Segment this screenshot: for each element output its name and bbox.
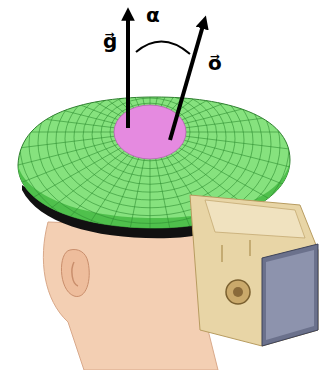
phone <box>262 244 318 346</box>
angle-arc <box>136 41 190 54</box>
grid-line <box>116 159 145 300</box>
grid-line <box>0 12 125 113</box>
grid-line <box>82 158 139 294</box>
grid-line <box>186 136 323 158</box>
lens-inner <box>233 287 243 297</box>
grid-line <box>50 156 134 283</box>
grid-line <box>0 148 121 232</box>
vector-label: o⃗ <box>208 52 222 75</box>
phone-screen <box>266 250 314 340</box>
angle-label: α <box>146 4 160 27</box>
grid-line <box>82 0 139 106</box>
lens <box>226 280 250 304</box>
grid-line <box>50 0 134 108</box>
grid-line <box>0 140 116 184</box>
orientation-arrow <box>170 22 204 140</box>
vector-label: g⃗ <box>103 30 117 53</box>
grid-line <box>0 31 316 270</box>
grid-line <box>0 136 114 158</box>
grid-line <box>182 55 323 120</box>
cap-center <box>114 105 186 159</box>
grid-line <box>175 12 305 113</box>
headset-box <box>190 195 318 346</box>
grid-line <box>186 132 323 133</box>
grid-line <box>0 132 114 133</box>
headset-tab <box>221 245 223 262</box>
grid-line <box>21 0 129 110</box>
grid-line <box>21 154 129 270</box>
ear <box>61 250 89 297</box>
grid-line <box>0 37 307 263</box>
grid-line <box>179 32 323 116</box>
grid-line <box>150 159 151 302</box>
grid-line <box>156 159 185 300</box>
grid-line <box>0 79 116 123</box>
ear-fold <box>72 262 78 286</box>
grid-line <box>0 144 118 209</box>
grid-line <box>156 0 185 105</box>
grid-line <box>171 0 279 110</box>
grid-line <box>186 105 323 127</box>
head-skin <box>43 222 218 370</box>
grid-line <box>0 55 118 120</box>
grid-line <box>166 0 250 108</box>
grid-line <box>0 32 121 116</box>
headset-tab <box>249 240 251 256</box>
grid-line <box>0 105 114 127</box>
headset-top <box>205 200 305 238</box>
grid-line <box>184 79 323 123</box>
gravity-arrow <box>126 14 130 128</box>
